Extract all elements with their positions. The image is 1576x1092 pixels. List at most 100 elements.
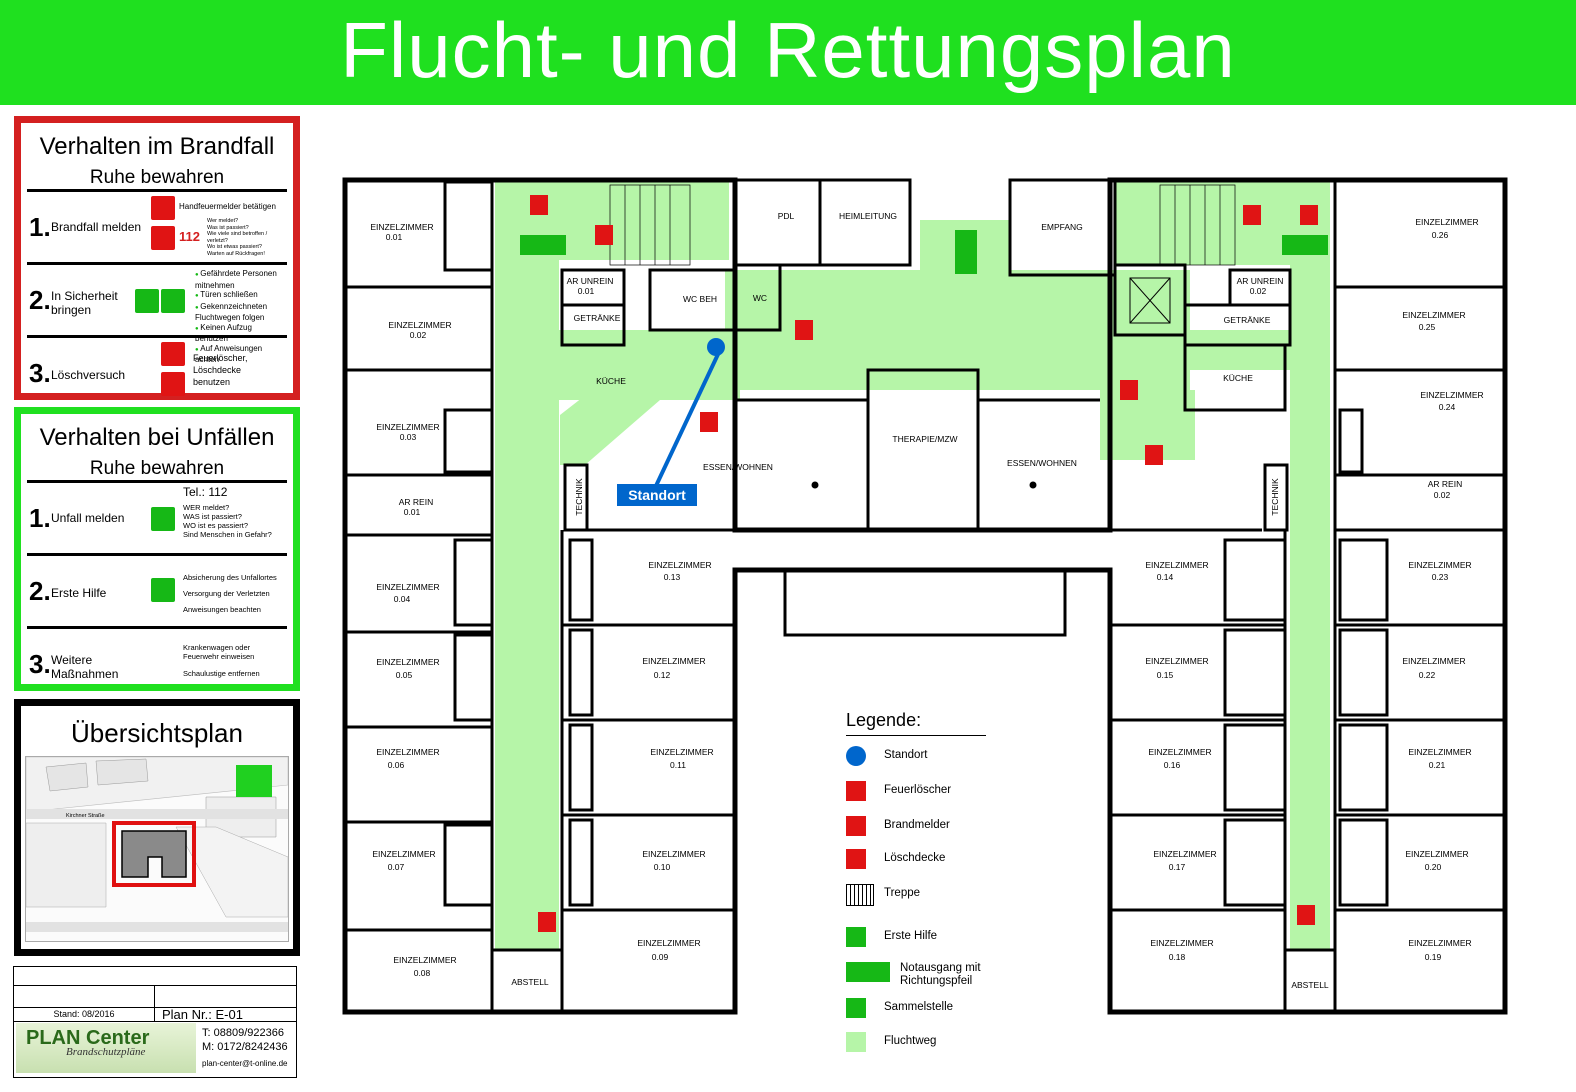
room-label: EINZELZIMMER [642,849,705,859]
room-number: 0.02 [1434,490,1451,500]
room-label: HEIMLEITUNG [839,211,897,221]
room-label: AR REIN [1428,479,1462,489]
fire-alarm-icon [700,412,718,432]
plan-date: Stand: 08/2016 [53,1009,115,1019]
fire-alarm-icon [151,196,175,220]
room-label: EINZELZIMMER [376,582,439,592]
plan-title: Flucht- und Rettungsplan [0,0,1576,105]
room-label: THERAPIE/MZW [892,434,957,444]
fire-panel-subtitle: Ruhe bewahren [27,167,287,192]
step-label: Unfall melden [51,511,125,525]
fire-alarm-icon [1300,205,1318,225]
fire-alarm-icon [1145,445,1163,465]
fire-panel-title: Verhalten im Brandfall [39,133,275,160]
room-label: TECHNIK [1270,478,1280,516]
step-label: In Sicherheit bringen [51,289,118,317]
room-label: AR UNREIN [1237,276,1284,286]
emergency-exit-signs [520,230,1328,274]
room-label: ABSTELL [511,977,549,987]
standort-marker: Standort [617,338,725,506]
accident-step-3: 3. Weitere Maßnahmen Krankenwagen oder F… [27,629,287,699]
room-label: TECHNIK [574,478,584,516]
room-number: 0.14 [1157,572,1174,582]
overview-panel: Übersichtsplan Kirchner Straße [14,699,300,956]
accident-panel-subtitle: Ruhe bewahren [27,458,287,483]
step-number: 3. [29,358,51,388]
company-phone: T: 08809/922366 [202,1027,284,1039]
emergency-exit-icon [846,962,890,982]
room-label: EINZELZIMMER [1145,560,1208,570]
escape-route-icon [846,1032,866,1052]
fire-extinguishers [530,195,1315,932]
room-label: KÜCHE [1223,373,1253,383]
accident-panel-title: Verhalten bei Unfällen [39,424,275,451]
first-aid-icon [151,578,175,602]
room-label: EINZELZIMMER [1405,849,1468,859]
stairs-icon [846,884,874,906]
room-number: 0.13 [664,572,681,582]
room-number: 0.18 [1169,952,1186,962]
room-label: PDL [778,211,795,221]
step-number: 2. [29,576,51,606]
assembly-point-icon [236,765,272,797]
room-number: 0.23 [1432,572,1449,582]
inner-walls [345,178,1505,1014]
room-label: ESSEN/WOHNEN [703,462,773,472]
room-label: ESSEN/WOHNEN [1007,458,1077,468]
title-block: Stand: 08/2016 Plan Nr.: E-01 PLAN Cente… [13,966,297,1078]
room-number: 0.01 [386,232,403,242]
fire-procedure-panel: Verhalten im Brandfall Ruhe bewahren 1. … [14,116,300,400]
company-email: plan-center@t-online.de [202,1059,288,1068]
room-label: EINZELZIMMER [372,849,435,859]
room-label: EINZELZIMMER [648,560,711,570]
room-label: WC [753,293,767,303]
room-number: 0.12 [654,670,671,680]
building-outline [121,830,187,878]
step-label: Löschversuch [51,368,126,382]
step-label: Brandfall melden [51,220,142,234]
svg-text:Kirchner Straße: Kirchner Straße [66,813,105,819]
room-label: EINZELZIMMER [650,747,713,757]
standort-label: Standort [628,487,686,503]
room-number: 0.24 [1439,402,1456,412]
company-logo: PLAN Center Brandschutzpläne [16,1023,196,1073]
room-label: EINZELZIMMER [1420,390,1483,400]
room-number: 0.07 [388,862,405,872]
step-number: 1. [29,212,51,242]
step-number: 3. [29,649,51,679]
room-label: EMPFANG [1041,222,1083,232]
fire-alarm-icon [595,225,613,245]
elevator [1129,277,1171,324]
arrow-right-icon [161,289,185,313]
room-label: EINZELZIMMER [370,222,433,232]
legend-title: Legende: [846,710,986,736]
overview-map-drawing: Kirchner Straße [26,757,288,932]
fire-extinguisher-icon [1120,380,1138,400]
fire-alarms [595,205,1318,465]
room-label: AR UNREIN [567,276,614,286]
room-label: ABSTELL [1291,980,1329,990]
standort-dot [707,338,725,356]
fire-extinguisher-icon [846,781,866,801]
accident-procedure-panel: Verhalten bei Unfällen Ruhe bewahren 1. … [14,407,300,691]
room-label: EINZELZIMMER [637,938,700,948]
first-aid-icon [846,927,866,947]
step-label: Weitere Maßnahmen [51,653,119,681]
room-number: 0.20 [1425,862,1442,872]
fire-extinguisher-icon [1297,905,1315,925]
fire-alarm-icon [795,320,813,340]
room-number: 0.10 [654,862,671,872]
room-label: EINZELZIMMER [1145,656,1208,666]
fire-blanket-icon [161,372,185,396]
room-label: EINZELZIMMER [376,747,439,757]
fire-phone-icon [151,226,175,250]
overview-map: Kirchner Straße [25,756,289,942]
building-marker [112,821,196,887]
room-label: GETRÄNKE [574,313,621,323]
room-label: EINZELZIMMER [388,320,451,330]
room-label: EINZELZIMMER [1148,747,1211,757]
company-mobile: M: 0172/8242436 [202,1041,288,1053]
